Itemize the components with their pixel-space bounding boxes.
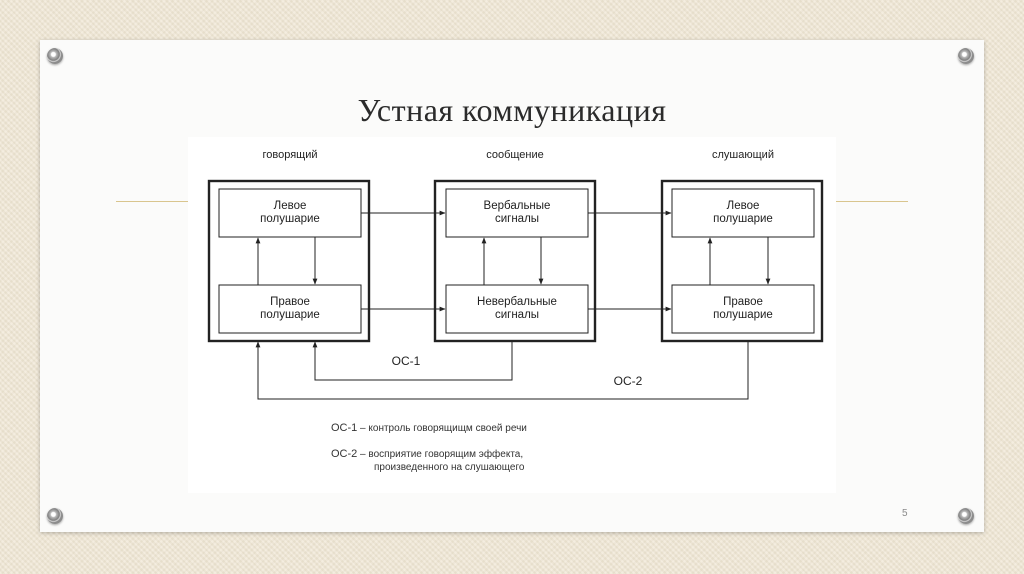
speaker-left-hemisphere-label: Левое полушарие xyxy=(260,200,320,225)
legend-oc2-key: ОС-2 xyxy=(331,448,358,460)
divider-left xyxy=(116,201,188,202)
listener-right-hemisphere xyxy=(671,284,815,334)
divider-right xyxy=(836,201,908,202)
feedback-oc1-label: ОС-1 xyxy=(391,354,421,368)
speaker-box xyxy=(207,179,371,343)
feedback-oc2-line xyxy=(255,341,749,400)
legend-oc2-line2: произведенного на слушающего xyxy=(374,462,525,473)
feedback-oc1-line xyxy=(312,341,513,381)
communication-diagram: говорящий сообщение слушающий Левое полу… xyxy=(188,137,836,493)
column-label-message: сообщение xyxy=(486,149,544,161)
pin-top-left-icon xyxy=(47,48,63,64)
column-label-listener: слушающий xyxy=(712,149,774,161)
legend-oc1-key: ОС-1 xyxy=(331,422,358,434)
nonverbal-signals-label: Невербальные сигналы xyxy=(477,296,557,321)
legend-oc1: ОС-1 – контроль говорящищм своей речи xyxy=(331,422,527,435)
feedback-oc2-label: ОС-2 xyxy=(613,374,643,388)
pin-top-right-icon xyxy=(958,48,974,64)
verbal-signals-label: Вербальные сигналы xyxy=(483,200,551,225)
speaker-right-hemisphere-label: Правое полушарие xyxy=(260,296,320,321)
pin-bottom-left-icon xyxy=(47,508,63,524)
legend-oc2: ОС-2 – восприятие говорящим эффекта, xyxy=(331,448,523,461)
column-label-speaker: говорящий xyxy=(262,149,318,161)
legend-oc1-text: – контроль говорящищм своей речи xyxy=(357,423,527,434)
listener-box xyxy=(660,179,824,343)
legend-oc2-text: – восприятие говорящим эффекта, xyxy=(357,449,524,460)
page-number: 5 xyxy=(902,508,908,519)
listener-right-hemisphere-label: Правое полушарие xyxy=(713,296,773,321)
pin-bottom-right-icon xyxy=(958,508,974,524)
slide: Устная коммуникация xyxy=(40,40,984,532)
message-box xyxy=(433,179,597,343)
listener-left-hemisphere-label: Левое полушарие xyxy=(713,200,773,225)
slide-title: Устная коммуникация xyxy=(357,92,667,128)
diagram-graphics xyxy=(207,179,824,400)
listener-left-hemisphere xyxy=(671,188,815,238)
